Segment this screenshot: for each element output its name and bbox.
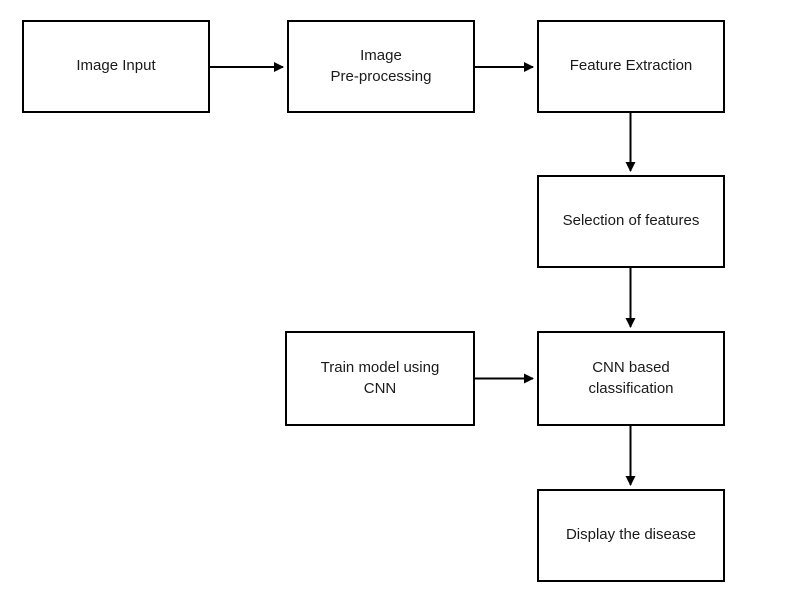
- node-image-input: Image Input: [22, 20, 210, 113]
- node-selection-of-features: Selection of features: [537, 175, 725, 268]
- node-display-the-disease: Display the disease: [537, 489, 725, 582]
- node-feature-extraction: Feature Extraction: [537, 20, 725, 113]
- node-image-preprocessing: Image Pre-processing: [287, 20, 475, 113]
- node-train-model-using-cnn: Train model using CNN: [285, 331, 475, 426]
- node-cnn-based-classification: CNN based classification: [537, 331, 725, 426]
